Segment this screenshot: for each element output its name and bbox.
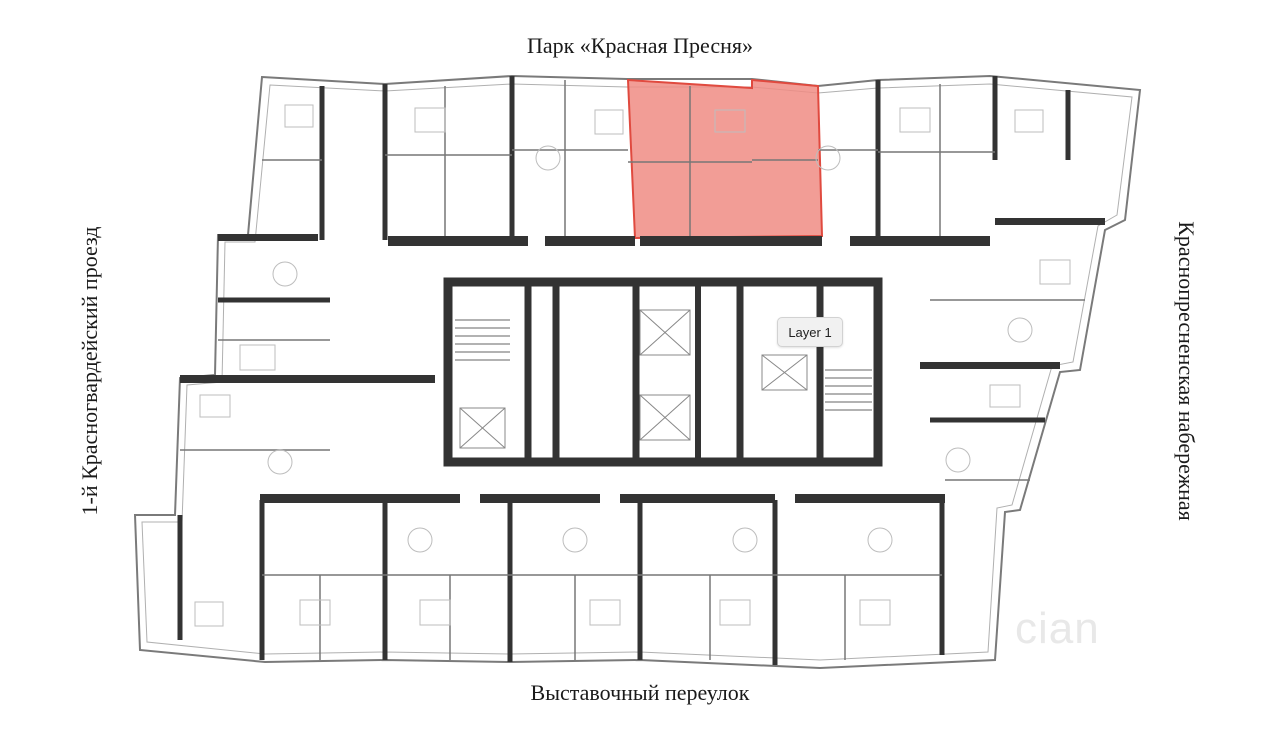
corridor-walls — [180, 218, 1105, 503]
layer-tooltip: Layer 1 — [777, 317, 843, 347]
highlighted-apartment[interactable] — [626, 78, 824, 240]
street-label-south: Выставочный переулок — [530, 680, 750, 705]
street-label-north: Парк «Красная Пресня» — [526, 33, 754, 58]
interior-lines — [180, 80, 1085, 660]
building-core — [443, 277, 883, 467]
partition-walls — [177, 76, 1071, 665]
watermark-logo: cian — [1015, 604, 1100, 653]
furniture — [194, 104, 1071, 627]
